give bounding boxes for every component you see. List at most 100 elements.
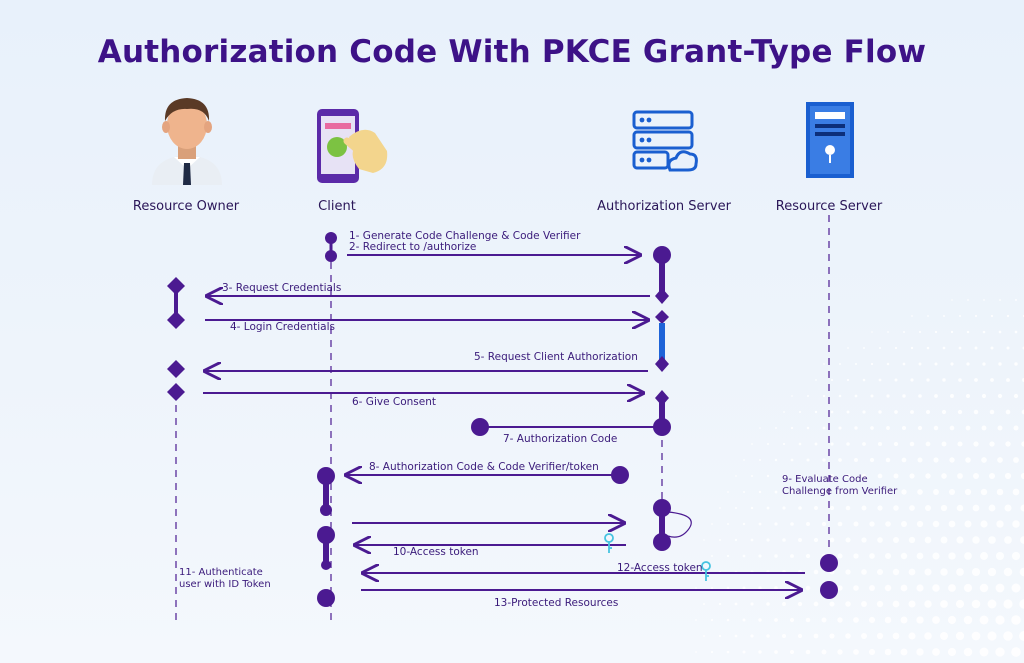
background-dot xyxy=(726,522,730,526)
person-icon xyxy=(152,98,222,185)
background-dot xyxy=(878,410,882,414)
background-dot xyxy=(965,393,971,399)
background-dot xyxy=(751,443,753,445)
background-dot xyxy=(782,474,786,478)
background-dot xyxy=(1005,441,1011,447)
background-dot xyxy=(862,442,866,446)
background-dot xyxy=(980,552,988,560)
background-dot xyxy=(972,504,980,512)
background-dot xyxy=(901,425,907,431)
background-dot xyxy=(774,490,778,494)
background-dot xyxy=(997,457,1003,463)
background-dot xyxy=(924,568,932,576)
background-dot xyxy=(822,394,826,398)
background-dot xyxy=(838,458,842,462)
background-dot xyxy=(998,330,1002,334)
background-dot xyxy=(948,552,956,560)
background-dot xyxy=(940,632,948,640)
background-dot xyxy=(998,362,1002,366)
background-dot xyxy=(918,330,922,334)
background-dot xyxy=(932,648,940,656)
background-dot xyxy=(981,425,987,431)
background-dot xyxy=(829,505,835,511)
background-dot xyxy=(973,441,979,447)
background-dot xyxy=(1015,299,1017,301)
background-dot xyxy=(813,633,819,639)
background-dot xyxy=(829,601,835,607)
background-dot xyxy=(917,425,923,431)
background-dot xyxy=(988,472,996,480)
background-dot xyxy=(861,569,867,575)
background-dot xyxy=(908,600,916,608)
background-dot xyxy=(1013,393,1019,399)
background-dot xyxy=(963,615,973,625)
background-dot xyxy=(750,634,754,638)
background-dot xyxy=(743,459,745,461)
activation-diamond xyxy=(167,383,185,401)
background-dot xyxy=(973,473,979,479)
background-dot xyxy=(966,362,970,366)
actor-label-client: Client xyxy=(318,199,356,214)
background-dot xyxy=(710,586,714,590)
background-dot xyxy=(790,458,794,462)
background-dot xyxy=(719,507,721,509)
background-dot xyxy=(805,649,811,655)
background-dot xyxy=(989,409,995,415)
background-dot xyxy=(877,441,883,447)
background-dot xyxy=(845,601,851,607)
activation-dot xyxy=(317,589,335,607)
activation-dot xyxy=(611,466,629,484)
background-dot xyxy=(971,631,981,641)
background-dot xyxy=(997,393,1003,399)
background-dot xyxy=(703,635,705,637)
background-dot xyxy=(847,347,849,349)
background-dot xyxy=(1004,536,1012,544)
background-dot xyxy=(766,474,770,478)
background-dot xyxy=(932,520,940,528)
background-dot xyxy=(926,378,930,382)
background-dot xyxy=(917,489,923,495)
background-dot xyxy=(958,314,962,318)
background-dot xyxy=(1013,425,1019,431)
background-dot xyxy=(900,584,908,592)
background-dot xyxy=(790,554,794,558)
background-dot xyxy=(758,522,762,526)
background-dot xyxy=(893,441,899,447)
background-dot xyxy=(884,584,892,592)
background-dot xyxy=(1011,615,1021,625)
background-dot xyxy=(965,425,971,431)
background-dot xyxy=(726,618,730,622)
background-dot xyxy=(853,489,859,495)
background-dot xyxy=(814,442,818,446)
background-dot xyxy=(941,409,947,415)
background-dot xyxy=(798,538,802,542)
background-dot xyxy=(734,538,738,542)
background-dot xyxy=(861,601,867,607)
background-dot xyxy=(995,647,1005,657)
background-dot xyxy=(862,410,866,414)
step-12-label: 12-Access token xyxy=(617,562,703,574)
background-dot xyxy=(1019,599,1024,609)
background-dot xyxy=(1012,520,1020,528)
background-dot xyxy=(974,314,978,318)
background-dot xyxy=(934,330,938,334)
background-dot xyxy=(956,504,964,512)
background-dot xyxy=(750,474,754,478)
background-dot xyxy=(990,346,994,350)
background-dot xyxy=(892,632,900,640)
background-dot xyxy=(822,426,826,430)
background-dot xyxy=(853,649,859,655)
background-dot xyxy=(861,473,867,479)
background-dot xyxy=(1020,504,1024,512)
background-dot xyxy=(1011,583,1021,593)
background-dot xyxy=(950,394,954,398)
background-dot xyxy=(837,553,843,559)
background-dot xyxy=(845,633,851,639)
step-11-note: 11- Authenticate user with ID Token xyxy=(179,567,271,591)
background-dot xyxy=(813,601,819,607)
background-dot xyxy=(798,474,802,478)
activation-dot xyxy=(320,504,332,516)
background-dot xyxy=(774,554,778,558)
background-dot xyxy=(806,458,810,462)
